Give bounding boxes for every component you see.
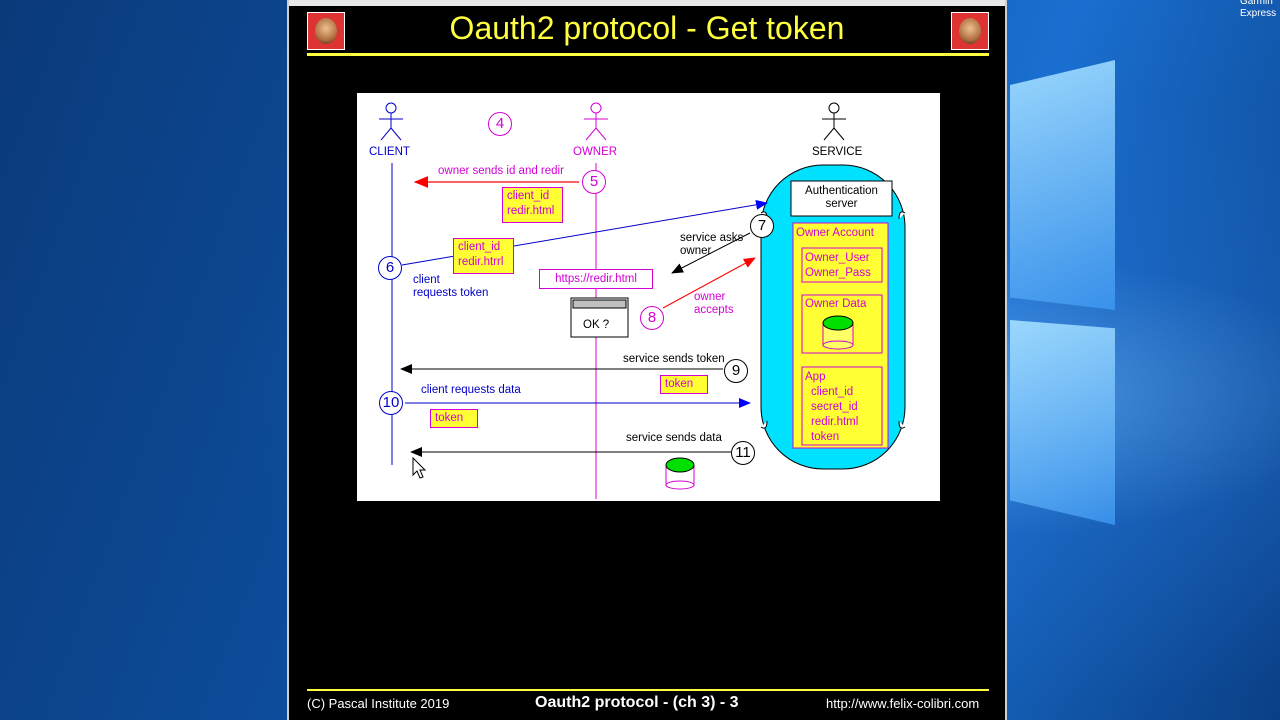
step-11-marker: 11 — [731, 441, 755, 465]
service-data-database-icon — [665, 457, 695, 490]
msg-line: owner — [680, 245, 712, 257]
ok-dialog-label: OK ? — [583, 319, 610, 331]
title-divider — [307, 53, 989, 56]
client-token-box: token — [430, 409, 478, 428]
client-client-id-box: client_id redir.htrrl — [453, 238, 514, 274]
windows-logo-pane — [1010, 320, 1115, 525]
footer-divider — [307, 689, 989, 691]
slide-title: Oauth2 protocol - Get token — [449, 10, 845, 46]
ok-dialog — [570, 297, 629, 338]
window-top-bar — [289, 0, 1005, 6]
service-actor-icon — [822, 102, 846, 141]
box-line: client_id — [458, 241, 501, 253]
panel-line: Authentication — [805, 185, 878, 197]
msg-owner-sends: owner sends id and redir — [438, 165, 564, 177]
msg-line: accepts — [694, 304, 734, 316]
panel-line: token — [811, 431, 840, 443]
step-9-marker: 9 — [724, 359, 748, 383]
msg-line: requests token — [413, 287, 489, 299]
step-4-marker: 4 — [488, 112, 512, 136]
service-actor-label: SERVICE — [812, 146, 863, 158]
client-actor-label: CLIENT — [369, 146, 410, 158]
msg-line: client — [413, 274, 440, 286]
service-token-box: token — [660, 375, 708, 394]
owner-database-icon — [822, 315, 854, 350]
app-box — [801, 366, 883, 446]
step-6-marker: 6 — [378, 256, 402, 280]
panel-line: secret_id — [811, 401, 858, 413]
owner-credentials-box — [801, 247, 883, 283]
step-10-marker: 10 — [379, 391, 403, 415]
footer-slide-title: Oauth2 protocol - (ch 3) - 3 — [535, 694, 739, 711]
auth-server-box — [790, 180, 893, 217]
step-7-marker: 7 — [750, 214, 774, 238]
step-8-marker: 8 — [640, 306, 664, 330]
arrow-service-asks-owner — [671, 232, 751, 274]
owner-client-id-box: client_id redir.html — [502, 187, 563, 223]
redirect-url-box: https://redir.html — [539, 269, 653, 289]
diagram-graphics — [379, 102, 906, 499]
client-actor-icon — [379, 102, 403, 141]
msg-service-sends-token: service sends token — [623, 353, 725, 365]
msg-owner-accepts: owner accepts — [694, 291, 734, 317]
msg-client-requests-data: client requests data — [421, 384, 521, 396]
tray-label-line: Garmin — [1240, 0, 1273, 7]
oauth-sequence-diagram: CLIENT OWNER SERVICE 4 5 6 7 8 9 10 11 o… — [357, 93, 940, 501]
msg-service-asks-owner: service asks owner — [680, 232, 743, 258]
arrow-owner-accepts — [662, 257, 756, 309]
institute-logo-icon — [951, 12, 989, 50]
tray-label-line: Express — [1240, 8, 1277, 19]
owner-actor-label: OWNER — [573, 146, 618, 158]
owner-credentials-label: Owner_User Owner_Pass — [805, 251, 871, 281]
footer-website-link[interactable]: http://www.felix-colibri.com — [826, 696, 980, 711]
taskbar-app-label[interactable]: Garmin Express — [1240, 0, 1276, 20]
box-line: redir.htrrl — [458, 256, 504, 268]
panel-line: App — [805, 371, 826, 383]
panel-line: redir.html — [811, 416, 859, 428]
msg-client-requests-token: client requests token — [413, 274, 488, 300]
owner-account-label: Owner Account — [796, 227, 874, 239]
institute-logo-icon — [307, 12, 345, 50]
panel-line: Owner_Pass — [805, 267, 871, 279]
step-5-marker: 5 — [582, 170, 606, 194]
windows-logo-pane — [1010, 60, 1115, 310]
owner-data-label: Owner Data — [805, 298, 867, 310]
box-line: redir.html — [507, 205, 555, 217]
app-label: App client_id secret_id redir.html token — [805, 370, 858, 445]
msg-line: owner — [694, 291, 726, 303]
mouse-cursor-icon — [412, 456, 427, 479]
panel-line: client_id — [811, 386, 854, 398]
panel-line: Owner_User — [805, 252, 870, 264]
panel-line: server — [825, 198, 858, 210]
owner-actor-icon — [584, 102, 608, 141]
msg-line: service asks — [680, 232, 744, 244]
box-line: client_id — [507, 190, 550, 202]
slide-window: Oauth2 protocol - Get token — [287, 0, 1007, 720]
msg-service-sends-data: service sends data — [626, 432, 722, 444]
footer-copyright: (C) Pascal Institute 2019 — [307, 696, 450, 711]
auth-server-label: Authentication server — [791, 185, 892, 211]
